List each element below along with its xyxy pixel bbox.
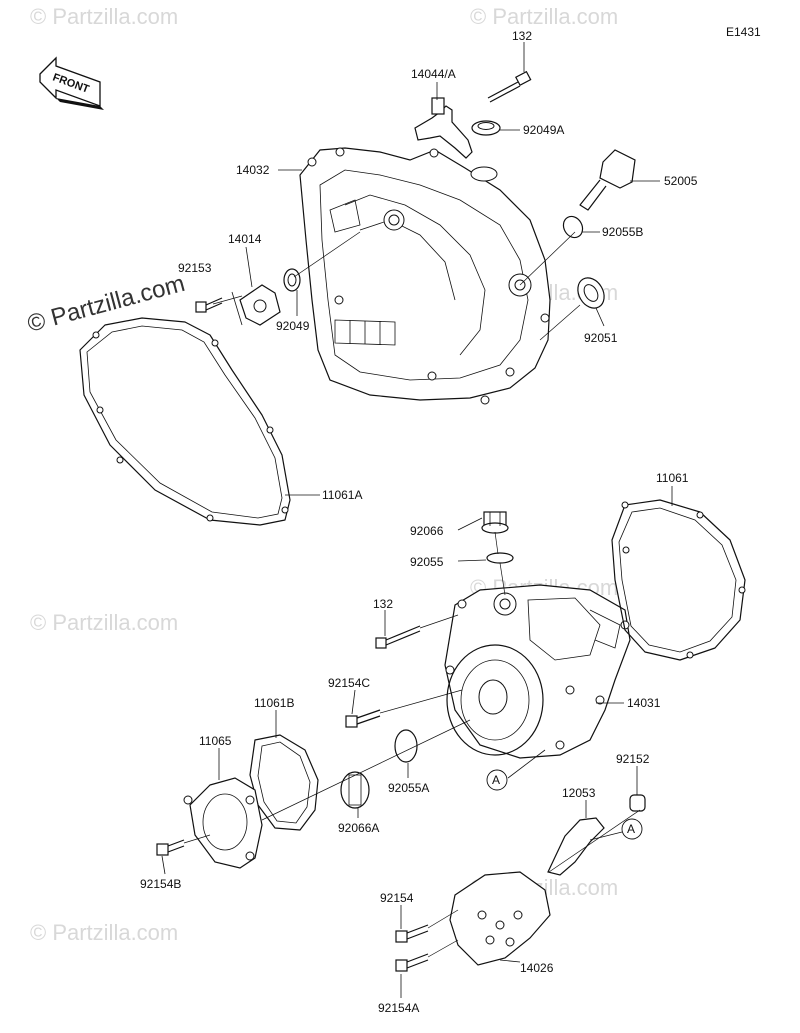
- label-92154[interactable]: 92154: [380, 891, 414, 905]
- label-92049a[interactable]: 92049A: [523, 123, 564, 137]
- watermark-main: © Partzilla.com: [25, 270, 188, 338]
- seal-92051: [577, 277, 605, 309]
- watermark-faint: © Partzilla.com: [30, 610, 178, 635]
- label-11061b[interactable]: 11061B: [254, 696, 294, 710]
- cap-92066a: [340, 771, 370, 809]
- dipstick-52005: [579, 149, 636, 211]
- o-ring-92055a: [394, 729, 418, 763]
- o-ring-92055: [486, 552, 514, 564]
- bracket-12053: [547, 817, 605, 876]
- plug-92066: [481, 511, 509, 534]
- watermark-faint: © Partzilla.com: [470, 4, 618, 29]
- diagram-code: E1431: [726, 25, 761, 39]
- bolt-92154a: [395, 953, 429, 972]
- label-92066[interactable]: 92066: [410, 524, 444, 538]
- gasket-11061a: [79, 317, 291, 526]
- bracket-14044a: [414, 97, 473, 159]
- label-92154b[interactable]: 92154B: [140, 877, 181, 891]
- label-92049[interactable]: 92049: [276, 319, 310, 333]
- guard-14026: [449, 871, 551, 966]
- label-92055a[interactable]: 92055A: [388, 781, 429, 795]
- label-92055[interactable]: 92055: [410, 555, 444, 569]
- label-92154a[interactable]: 92154A: [378, 1001, 419, 1015]
- label-52005[interactable]: 52005: [664, 174, 698, 188]
- bolt-132-mid: [375, 625, 421, 649]
- label-11061[interactable]: 11061: [656, 471, 689, 485]
- bolt-92154: [395, 924, 429, 943]
- label-12053[interactable]: 12053: [562, 786, 596, 800]
- bolt-92154b: [156, 839, 185, 856]
- label-92066a[interactable]: 92066A: [338, 821, 379, 835]
- label-92152[interactable]: 92152: [616, 752, 650, 766]
- magneto-cover-14031: [444, 584, 631, 759]
- callout-a-top: A: [486, 769, 508, 791]
- label-14031[interactable]: 14031: [627, 696, 661, 710]
- label-132-mid[interactable]: 132: [373, 597, 393, 611]
- label-14026[interactable]: 14026: [520, 961, 554, 975]
- alignment-lines: [183, 231, 641, 958]
- bolt-92154c: [345, 709, 381, 728]
- bolt-132-top: [487, 70, 532, 103]
- label-11065[interactable]: 11065: [199, 734, 232, 748]
- watermark-faint: © Partzilla.com: [30, 920, 178, 945]
- collar-92152: [629, 794, 646, 812]
- seal-92049: [283, 268, 301, 292]
- watermarks: © Partzilla.com © Partzilla.com © Partzi…: [25, 4, 619, 945]
- label-11061a[interactable]: 11061A: [322, 488, 362, 502]
- callout-a-bottom: A: [621, 818, 643, 840]
- watermark-faint: © Partzilla.com: [30, 4, 178, 29]
- label-132-top[interactable]: 132: [512, 29, 532, 43]
- cover-11065: [183, 777, 263, 869]
- svg-text:A: A: [492, 773, 500, 787]
- label-92154c[interactable]: 92154C: [328, 676, 370, 690]
- front-arrow-icon: FRONT: [39, 56, 104, 110]
- plate-14014: [231, 284, 281, 326]
- label-92051[interactable]: 92051: [584, 331, 618, 345]
- clutch-cover-14032: [299, 147, 551, 405]
- label-92153[interactable]: 92153: [178, 261, 212, 275]
- gasket-11061: [611, 499, 746, 661]
- o-ring-92055b: [562, 215, 584, 239]
- label-92055b[interactable]: 92055B: [602, 225, 643, 239]
- part-labels: 132 14044/A 92049A 14032 52005 92055B 14…: [140, 29, 698, 1015]
- bolt-92153: [195, 297, 223, 313]
- leader-lines: [161, 42, 673, 998]
- seal-92049a: [471, 120, 501, 136]
- label-14044a[interactable]: 14044/A: [411, 67, 456, 81]
- svg-text:A: A: [627, 822, 635, 836]
- label-14014[interactable]: 14014: [228, 232, 262, 246]
- label-14032[interactable]: 14032: [236, 163, 270, 177]
